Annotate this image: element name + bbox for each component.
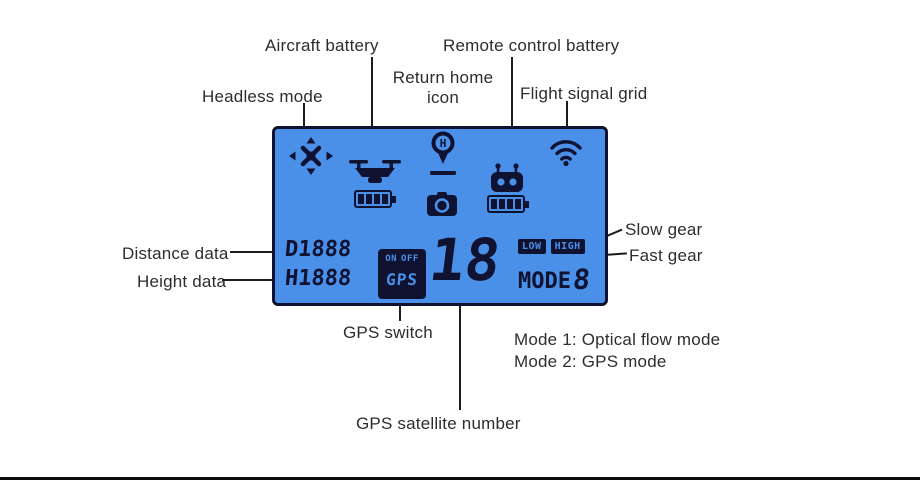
aircraft-battery-icon	[354, 190, 396, 208]
label-fast-gear: Fast gear	[629, 246, 703, 265]
lcd-screen: H	[272, 126, 608, 306]
connector-headless-mode	[303, 103, 305, 133]
connector-gps-satellite	[459, 306, 461, 410]
gps-word: GPS	[385, 270, 419, 289]
aircraft-icon	[349, 160, 401, 183]
connector-remote-battery	[511, 57, 513, 163]
gear-badges: LOW HIGH	[518, 239, 585, 254]
label-height-data: Height data	[137, 272, 227, 291]
remote-control-icon	[491, 163, 523, 192]
label-distance-data: Distance data	[122, 244, 229, 263]
gear-low-badge: LOW	[518, 239, 546, 254]
wifi-signal-icon	[550, 140, 582, 166]
gps-on-off: ON OFF	[378, 254, 426, 264]
label-return-home-line2: icon	[427, 88, 459, 108]
connector-flight-signal	[566, 101, 568, 136]
connector-gps-switch	[399, 300, 401, 321]
mode-number: 8	[571, 263, 592, 296]
mode-word: MODE	[518, 268, 571, 294]
label-headless-mode: Headless mode	[202, 87, 323, 106]
label-gps-switch: GPS switch	[343, 323, 433, 342]
distance-display: D1888	[283, 237, 353, 262]
connector-height-data	[222, 279, 283, 281]
height-display: H1888	[283, 266, 353, 291]
label-return-home-icon: Return home icon	[380, 68, 506, 108]
gear-high-badge: HIGH	[550, 239, 585, 254]
label-return-home-line1: Return home	[392, 68, 494, 87]
remote-battery-icon	[487, 195, 529, 213]
bottom-rule	[0, 477, 920, 480]
gps-off-label: OFF	[401, 254, 419, 264]
label-slow-gear: Slow gear	[625, 220, 703, 239]
label-remote-control-battery: Remote control battery	[443, 36, 620, 55]
satellite-number-display: 18	[425, 226, 505, 294]
label-mode-2: Mode 2: GPS mode	[514, 352, 667, 371]
return-home-letter: H	[440, 137, 447, 150]
headless-mode-icon	[289, 137, 333, 175]
gps-switch-display: ON OFF GPS	[378, 249, 426, 299]
mode-display: MODE 8	[518, 263, 592, 296]
connector-distance-data	[230, 251, 283, 253]
label-gps-satellite-number: GPS satellite number	[356, 414, 521, 433]
gps-on-label: ON	[385, 254, 398, 264]
label-aircraft-battery: Aircraft battery	[265, 36, 379, 55]
label-mode-1: Mode 1: Optical flow mode	[514, 330, 721, 349]
camera-icon	[427, 192, 457, 216]
connector-aircraft-battery	[371, 57, 373, 157]
return-home-icon: H	[430, 131, 456, 175]
label-flight-signal-grid: Flight signal grid	[520, 84, 648, 103]
